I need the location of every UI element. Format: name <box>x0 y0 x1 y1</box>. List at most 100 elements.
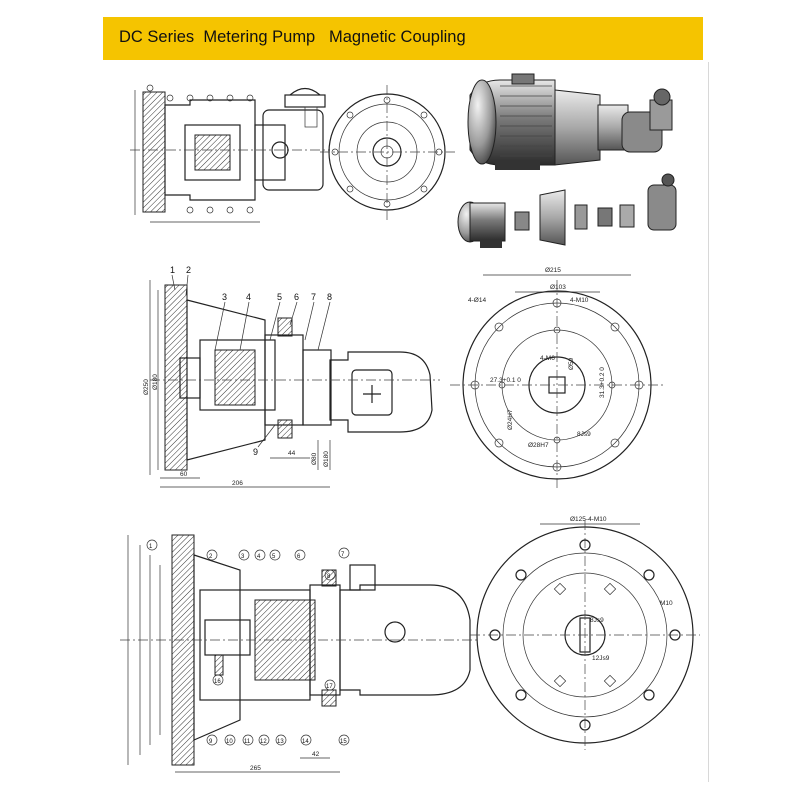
motor-foot <box>495 160 540 170</box>
fig3-balloon-3: 3 <box>241 554 245 560</box>
product-rendering-assembled <box>467 73 673 170</box>
fig2-dim-60: 60 <box>180 471 188 478</box>
exploded-can <box>574 204 588 230</box>
fig3-balloon-5: 5 <box>272 554 276 560</box>
fig2-bolt-bottom <box>277 419 293 439</box>
fig2-front-dim-4d14: 4-Ø14 <box>468 297 486 304</box>
fig3-front-dim-d125: Ø125-4-M10 <box>570 516 607 523</box>
fig2-balloon-2: 2 <box>186 265 191 275</box>
fig3-balloon-13: 13 <box>277 739 284 745</box>
fig2-balloons: 1 2 3 4 5 6 7 8 9 <box>170 265 332 457</box>
fig2-inner-magnet <box>214 349 256 406</box>
exploded-bell <box>539 189 566 246</box>
fig3-front-dim-12js9: 12Js9 <box>592 655 610 662</box>
fig2-front-dim-31: 31.3+0.2 0 <box>599 367 606 398</box>
fig2-front-dim-27: 27.3+0.1 0 <box>490 377 521 384</box>
fig1-flange <box>142 91 166 213</box>
product-rendering-exploded <box>457 173 677 248</box>
motor-endcap <box>467 79 497 165</box>
fig3-balloon-15: 15 <box>340 739 347 745</box>
pump-knob-3d <box>653 88 671 106</box>
fig1-section-view <box>130 84 330 223</box>
fig3-balloons: 1 2 3 4 5 6 7 8 9 10 11 12 13 14 15 16 1… <box>146 539 350 772</box>
fig1-pump-head <box>254 124 286 181</box>
fig3-balloon-14: 14 <box>302 739 309 745</box>
header-bar: DC Series Metering Pump Magnetic Couplin… <box>103 17 703 60</box>
fig2-pump-flange <box>302 349 332 426</box>
fig1-handwheel <box>284 94 326 108</box>
fig2-front-dim-d215: Ø215 <box>545 267 561 274</box>
fig3-screw <box>214 654 224 676</box>
fig2-dimensions: Ø250 Ø180 Ø80 Ø180 44 60 206 <box>143 374 330 487</box>
fig3-bell-housing <box>193 554 241 741</box>
fig1-front-view <box>320 85 455 220</box>
fig2-balloon-1: 1 <box>170 265 175 275</box>
exploded-motor <box>469 202 506 242</box>
fig2-balloon-8: 8 <box>327 292 332 302</box>
page-title: DC Series Metering Pump Magnetic Couplin… <box>119 28 466 46</box>
fig3-balloon-6: 6 <box>297 554 301 560</box>
fig3-balloon-10: 10 <box>226 739 233 745</box>
fig3-flange <box>171 534 195 766</box>
fig1-logo-mark <box>271 141 289 159</box>
fig1-inner-magnet <box>194 134 231 171</box>
fig2-balloon-7: 7 <box>311 292 316 302</box>
exploded-inner-magnet <box>597 207 613 227</box>
fig2-pump-head <box>329 351 433 433</box>
fig2-front-dim-d103: Ø103 <box>550 284 566 291</box>
fig2-front-dim-4m6: 4-M6 <box>540 355 555 362</box>
terminal-box <box>511 73 535 85</box>
fig1-magnet-cup <box>184 124 241 181</box>
fig2-front-dim-8js9: 8Js9 <box>577 431 591 438</box>
fig3-section-view <box>120 534 480 773</box>
fig3-balloon-12: 12 <box>260 739 267 745</box>
page-divider <box>708 62 709 782</box>
fig3-dim-42: 42 <box>312 751 320 758</box>
fig1-housing <box>164 99 256 201</box>
fig2-balloon-3: 3 <box>222 292 227 302</box>
fig2-flange <box>164 284 188 471</box>
fig3-pump-head <box>339 584 471 696</box>
exploded-adapter <box>619 204 635 228</box>
fig3-balloon-1: 1 <box>149 544 153 550</box>
fig2-balloon-6: 6 <box>294 292 299 302</box>
fig2-front-dim-d24h7: Ø24H7 <box>507 409 514 430</box>
fig3-valve <box>349 564 376 591</box>
fig3-shaft <box>204 619 251 656</box>
fig2-bolt-top <box>277 317 293 337</box>
fig3-balloon-16: 16 <box>214 679 221 685</box>
fig2-front-dim-d28h7: Ø28H7 <box>528 442 549 449</box>
fig3-front-view: Ø125-4-M10 M10 8Js9 12Js9 <box>470 516 700 750</box>
fig2-front-dim-d59: Ø59 <box>568 357 575 370</box>
fig2-dim-d180: Ø180 <box>152 374 159 390</box>
fig3-balloon-2: 2 <box>209 554 213 560</box>
fig3-balloon-7: 7 <box>341 552 345 558</box>
fig2-dim-d250: Ø250 <box>143 379 150 395</box>
fig3-dim-265: 265 <box>250 765 261 772</box>
exploded-pump <box>647 184 677 231</box>
fig1-stroke-adjuster <box>304 106 318 128</box>
fig3-balloon-11: 11 <box>244 739 251 745</box>
fig2-balloon-5: 5 <box>277 292 282 302</box>
fig2-shaft <box>179 357 201 399</box>
fig2-bell-housing <box>186 299 266 461</box>
fig3-front-dim-8js9: 8Js9 <box>590 617 604 624</box>
exploded-outer-magnet <box>514 211 530 231</box>
fig2-balloon-9: 9 <box>253 447 258 457</box>
fig3-balloon-9: 9 <box>209 739 213 745</box>
fig3-balloon-4: 4 <box>257 554 261 560</box>
fig2-dim-44: 44 <box>288 450 296 457</box>
fig2-balloon-4: 4 <box>246 292 251 302</box>
fig2-pump-port <box>351 369 393 416</box>
fig2-section-view <box>149 280 440 488</box>
coupling-housing <box>554 89 601 166</box>
fig1-handwheel-knob <box>289 87 321 96</box>
fig3-balloon-8: 8 <box>327 574 331 580</box>
fig3-front-dim-m10: M10 <box>660 600 673 607</box>
fig2-front-dim-4m10: 4-M10 <box>570 297 589 304</box>
fig2-dim-d80: Ø80 <box>311 452 318 465</box>
fig2-dim-206: 206 <box>232 480 243 487</box>
fig3-balloon-17: 17 <box>326 684 333 690</box>
fig2-dim-d180b: Ø180 <box>323 451 330 467</box>
